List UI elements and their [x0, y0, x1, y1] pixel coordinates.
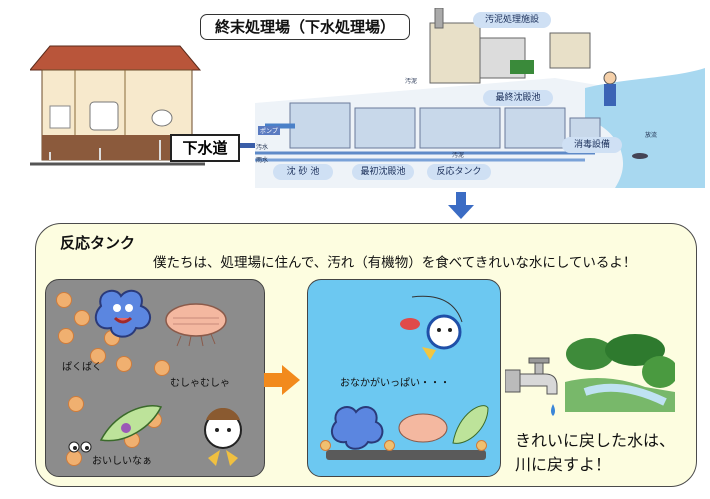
panel-title: 反応タンク [60, 234, 136, 252]
right-arrow [264, 365, 300, 395]
microbes-full-box [307, 279, 501, 477]
paramecium-icon [99, 405, 163, 442]
microbes-eating-box [45, 279, 265, 477]
fishing-character-icon [400, 295, 463, 360]
final-settling-label: 最終沈殿池 [483, 90, 553, 106]
musha-label: むしゃむしゃ [170, 378, 230, 389]
paramecium-small-icon [452, 405, 489, 444]
rotifer-icon [165, 303, 227, 347]
discharge-label: 放流 [645, 132, 658, 139]
primary-settling-label: 最初沈殿池 [352, 164, 414, 180]
treatment-plant-title: 終末処理場（下水処理場） [200, 14, 410, 40]
rain-water-label: 雨水 [256, 157, 269, 164]
bottom-message-line-2: 川に戻すよ！ [515, 455, 612, 474]
paku-label: ぱくぱく [62, 362, 102, 373]
sludge-small-label-2: 汚泥 [452, 152, 465, 159]
house-illustration [30, 45, 205, 166]
eyes-icon [68, 441, 92, 453]
river-scene-illustration [565, 334, 675, 412]
disinfection-label: 消毒設備 [562, 137, 622, 153]
down-arrow [448, 192, 474, 219]
full-label: おなかがいっぱい・・・ [340, 378, 450, 389]
sludge-small-label: 汚泥 [405, 78, 418, 85]
bottom-message-line-1: きれいに戻した水は、 [515, 431, 676, 450]
faucet-icon [505, 357, 558, 416]
vorticella-icon [204, 408, 242, 466]
rotifer-small-icon [398, 413, 448, 443]
sewer-pipe [236, 143, 266, 148]
amoeba-icon [94, 289, 151, 338]
sludge-facility-label: 汚泥処理施設 [473, 12, 551, 28]
amoeba-small-icon [330, 406, 384, 450]
sewer-label: 下水道 [170, 134, 240, 162]
reaction-tank-label: 反応タンク [427, 164, 491, 180]
sewage-water-label: 汚水 [256, 144, 269, 151]
oishii-label: おいしいなぁ [92, 456, 152, 467]
pump-label: ポンプ [258, 126, 280, 135]
grit-chamber-label: 沈 砂 池 [273, 164, 333, 180]
treatment-plant-illustration [255, 8, 705, 188]
bottom-message: きれいに戻した水は、 川に戻すよ！ [515, 429, 675, 477]
panel-caption: 僕たちは、処理場に住んで、汚れ（有機物）を食べてきれいな水にしているよ！ [153, 255, 637, 271]
